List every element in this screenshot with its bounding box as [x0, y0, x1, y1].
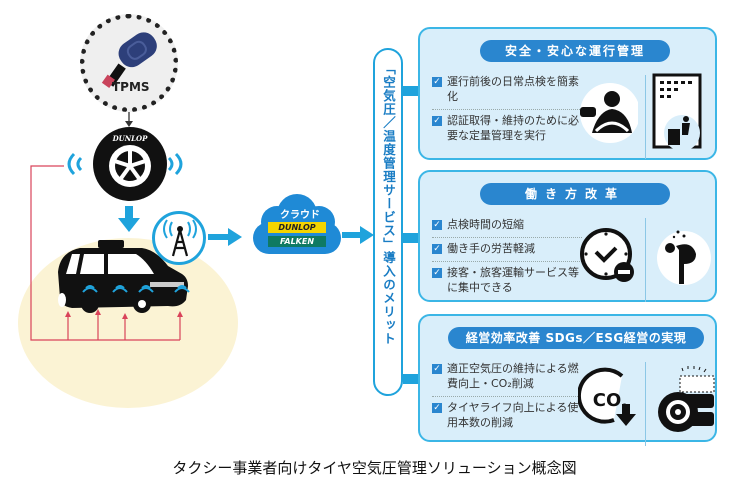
checkbox-icon: ✓	[432, 268, 442, 278]
antenna-badge	[152, 211, 206, 265]
benefit-item-text: 働き手の労苦軽減	[447, 242, 535, 255]
benefit-item: ✓ 接客・旅客運輸サービス等に集中できる	[432, 262, 582, 300]
benefit-item: ✓ 認証取得・維持のために必要な定量管理を実行	[432, 110, 582, 148]
office-worker-icon	[652, 73, 702, 149]
tire-brand-label: DUNLOP	[112, 134, 149, 143]
checkbox-icon: ✓	[432, 220, 442, 230]
icon-divider	[645, 75, 646, 159]
checkbox-icon: ✓	[432, 77, 442, 87]
falken-logo: FALKEN	[268, 236, 326, 247]
checkbox-icon: ✓	[432, 244, 442, 254]
benefit-item: ✓ 適正空気圧の維持による燃費向上・CO₂削減	[432, 358, 582, 397]
cloud-label: クラウド	[280, 210, 320, 221]
icon-divider	[645, 218, 646, 302]
benefit-item-text: 接客・旅客運輸サービス等に集中できる	[447, 266, 579, 294]
sensor-link-lines	[30, 165, 183, 341]
tired-person-icon	[657, 230, 711, 285]
svg-text:CO: CO	[593, 390, 622, 411]
benefit-item: ✓ タイヤライフ向上による使用本数の削減	[432, 397, 582, 435]
checkbox-icon: ✓	[432, 364, 442, 374]
connector-1	[403, 86, 419, 96]
benefits-label-text: 「空気圧／温度管理サービス」導入のメリット	[381, 62, 396, 346]
co2-reduction-icon: CO 2	[578, 367, 636, 426]
arrow-down-blue-icon	[118, 206, 140, 232]
driver-steering-icon	[580, 83, 638, 143]
connector-2	[403, 233, 419, 243]
checkbox-icon: ✓	[432, 403, 442, 413]
tpms-valve-icon	[101, 32, 157, 88]
figure-caption: タクシー事業者向けタイヤ空気圧管理ソリューション概念図	[172, 459, 577, 477]
arrow-down-icon	[125, 112, 133, 127]
signal-wave-right-icon	[167, 152, 183, 176]
clock-minus-icon	[580, 228, 634, 282]
benefit-item-text: 適正空気圧の維持による燃費向上・CO₂削減	[447, 362, 579, 390]
dunlop-logo: DUNLOP	[268, 222, 326, 233]
tire-stack-icon	[658, 366, 715, 432]
antenna-tower-icon	[163, 219, 197, 257]
benefits-label-pill	[373, 48, 403, 396]
benefit-item: ✓ 運行前後の日常点検を簡素化	[432, 71, 582, 110]
benefit-item: ✓ 働き手の労苦軽減	[432, 238, 582, 262]
benefit-title: 安全・安心な運行管理	[480, 40, 670, 62]
benefit-item: ✓ 点検時間の短縮	[432, 214, 582, 238]
benefit-title: 経営効率改善 SDGs／ESG経営の実現	[448, 327, 704, 349]
benefit-box-work-reform: 働き方改革 ✓ 点検時間の短縮 ✓ 働き手の労苦軽減 ✓ 接客・旅客運輸サービス…	[418, 170, 717, 302]
taxi-vehicle-icon	[58, 240, 190, 313]
benefit-box-efficiency: 経営効率改善 SDGs／ESG経営の実現 ✓ 適正空気圧の維持による燃費向上・C…	[418, 314, 717, 446]
benefit-item-text: タイヤライフ向上による使用本数の削減	[447, 401, 579, 429]
connector-3	[403, 374, 419, 384]
signal-wave-left-icon	[67, 152, 83, 176]
benefit-item-text: 認証取得・維持のために必要な定量管理を実行	[447, 114, 579, 142]
arrow-right-icon	[208, 228, 242, 246]
benefit-item-text: 点検時間の短縮	[447, 218, 524, 231]
benefit-box-safety: 安全・安心な運行管理 ✓ 運行前後の日常点検を簡素化 ✓ 認証取得・維持のために…	[418, 27, 717, 160]
icon-divider	[645, 362, 646, 446]
tpms-label: TPMS	[112, 80, 150, 94]
benefit-item-text: 運行前後の日常点検を簡素化	[447, 75, 579, 103]
benefit-title: 働き方改革	[480, 183, 670, 205]
checkbox-icon: ✓	[432, 116, 442, 126]
tire-icon: DUNLOP	[93, 127, 167, 201]
arrow-right-icon	[342, 226, 374, 244]
